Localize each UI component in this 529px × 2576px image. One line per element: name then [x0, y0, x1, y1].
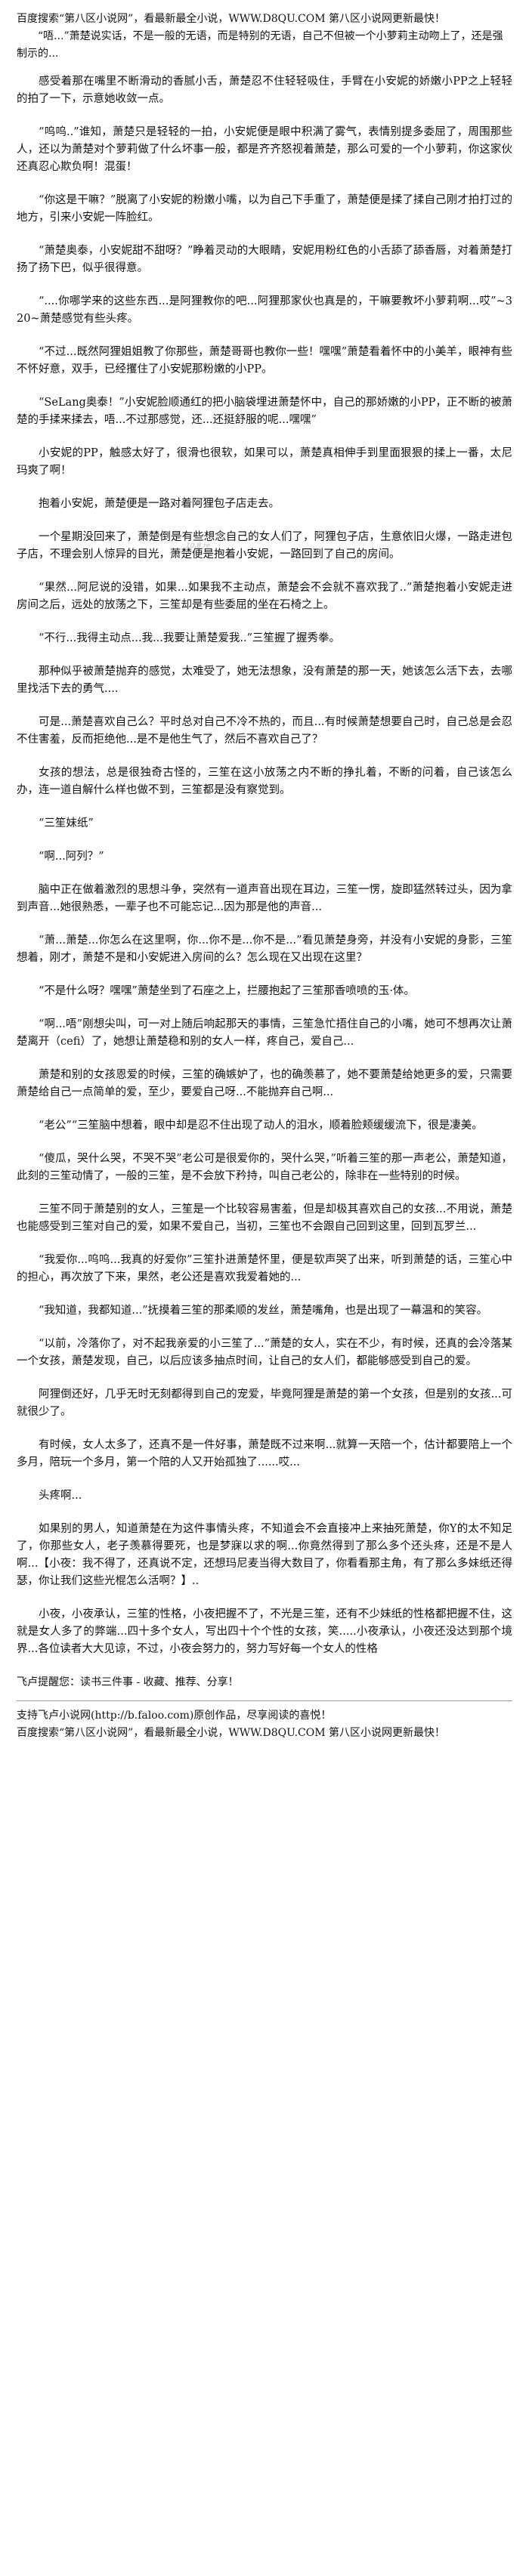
story-paragraph: 萧楚和别的女孩恩爱的时候，三笙的确嫉妒了，也的确羡慕了，她不要萧楚给她更多的爱，…: [17, 1069, 512, 1098]
footer-divider: [17, 1700, 512, 1701]
story-paragraph: “老公”“三笙脑中想着，眼中却是忍不住出现了动人的泪水，顺着脸颊缓缓流下，很是凄…: [39, 1120, 483, 1132]
story-paragraph: 抱着小安妮，萧楚便是一路对着阿狸包子店走去。: [39, 498, 280, 510]
story-paragraph: 一个星期没回来了，萧楚倒是有些想念自己的女人们了，阿狸包子店，生意依旧火爆，一路…: [17, 531, 512, 561]
chapter-content: 感受着那在嘴里不断滑动的香腻小舌，萧楚忍不住轻轻吸住，手臂在小安妮的娇嫩小PP之…: [17, 73, 512, 1658]
story-paragraph: “不是什么呀？嘿嘿”萧楚坐到了石座之上，拦腰抱起了三笙那香喷喷的玉·体。: [39, 985, 415, 997]
story-paragraph: 感受着那在嘴里不断滑动的香腻小舌，萧楚忍不住轻轻吸住，手臂在小安妮的娇嫩小PP之…: [17, 76, 512, 105]
watermark-text: 10.8.re: [186, 542, 211, 550]
story-paragraph: “啊...阿列？”: [39, 851, 104, 863]
story-paragraph: 脑中正在做着激烈的思想斗争，突然有一道声音出现在耳边，三笙一愣，旋即猛然转过头，…: [17, 884, 512, 913]
story-paragraph: “你这是干嘛？”脱离了小安妮的粉嫩小嘴，以为自己下手重了，萧楚便是揉了揉自己刚才…: [17, 194, 512, 224]
story-paragraph: “....你哪学来的这些东西...是阿狸教你的吧...阿狸那家伙也真是的，干嘛要…: [17, 295, 512, 325]
story-paragraph: “我知道，我都知道...”抚摸着三笙的那柔顺的发丝，萧楚嘴角，也是出现了一幕温和…: [39, 1305, 488, 1317]
story-paragraph: 有时候，女人太多了，还真不是一件好事，萧楚既不过来啊...就算一天陪一个，估计都…: [17, 1439, 512, 1469]
story-paragraph: “啊...唔”刚想尖叫，可一对上随后响起那天的事情，三笙急忙捂住自己的小嘴，她可…: [17, 1018, 512, 1048]
story-paragraph: 小安妮的PP，触感太好了，很滑也很软，如果可以，萧楚真相伸手到里面狠狠的揉上一番…: [17, 447, 512, 477]
story-paragraph: 三笙不同于萧楚别的女人，三笙是一个比较容易害羞，但是却极其喜欢自己的女孩...不…: [17, 1203, 512, 1233]
story-paragraph: “三笙妹纸”: [39, 817, 94, 829]
story-paragraph: 女孩的想法，总是很独奇古怪的，三笙在这小放荡之内不断的挣扎着，不断的问着，自己该…: [17, 767, 512, 796]
story-paragraph: “呜呜..”谁知，萧楚只是轻轻的一拍，小安妮便是眼中积满了雾气，表情别提多委屈了…: [17, 126, 512, 173]
story-paragraph: “不行...我得主动点...我...我要让萧楚爱我..”三笙握了握秀拳。: [39, 632, 341, 644]
story-paragraph: “果然...阿尼说的没错，如果...如果我不主动点，萧楚会不会就不喜欢我了..”…: [17, 582, 512, 611]
story-paragraph: 头疼啊...: [39, 1490, 82, 1502]
reading-tip: 飞卢提醒您：读书三件事 - 收藏、推荐、分享！: [17, 1676, 239, 1688]
story-paragraph: “SeLang奥泰！”小安妮脸顺通红的把小脑袋埋进萧楚怀中，自己的那娇嫩的小PP…: [17, 397, 512, 426]
intro-paragraph: “唔...”萧楚说实话，不是一般的无语，而是特别的无语，自己不但被一个小萝莉主动…: [17, 30, 503, 60]
story-paragraph: 如果别的男人，知道萧楚在为这件事情头疼，不知道会不会直接冲上来抽死萧楚，你Y的太…: [17, 1523, 512, 1587]
story-paragraph: “以前，冷落你了，对不起我亲爱的小三笙了...”萧楚的女人，实在不少，有时候，还…: [17, 1338, 512, 1367]
story-paragraph: 小夜，小夜承认，三笙的性格，小夜把握不了，不光是三笙，还有不少妹纸的性格都把握不…: [17, 1608, 512, 1655]
site-banner-top: 百度搜索“第八区小说网”，看最新最全小说，WWW.D8QU.COM 第八区小说网…: [17, 13, 446, 25]
story-paragraph: 阿狸倒还好，几乎无时无刻都得到自己的宠爱，毕竟阿狸是萧楚的第一个女孩，但是别的女…: [17, 1388, 512, 1418]
story-paragraph: “我爱你...呜呜...我真的好爱你”三笙扑进萧楚怀里，便是软声哭了出来，听到萧…: [17, 1254, 512, 1283]
story-paragraph: “不过...既然阿狸姐姐教了你那些，萧楚哥哥也教你一些！嘿嘿”萧楚看着怀中的小美…: [17, 346, 512, 375]
support-note: 支持飞卢小说网(http://b.faloo.com)原创作品，尽享阅读的喜悦！: [17, 1710, 332, 1722]
story-paragraph: “傻瓜，哭什么哭，不哭不哭”老公可是很爱你的，哭什么哭，”听着三笙的那一声老公，…: [17, 1153, 512, 1182]
site-banner-bottom: 百度搜索“第八区小说网”，看最新最全小说，WWW.D8QU.COM 第八区小说网…: [17, 1727, 446, 1739]
story-paragraph: 那种似乎被萧楚抛弃的感觉，太难受了，她无法想象，没有萧楚的那一天，她该怎么活下去…: [17, 666, 512, 695]
story-paragraph: “萧...萧楚...你怎么在这里啊，你...你不是...你不是...”看见萧楚身…: [17, 934, 512, 964]
story-paragraph: “萧楚奥泰，小安妮甜不甜呀？”睁着灵动的大眼睛，安妮用粉红色的小舌舔了舔香唇，对…: [17, 245, 512, 274]
story-paragraph: 可是...萧楚喜欢自己么？平时总对自己不冷不热的，而且...有时候萧楚想要自己时…: [17, 716, 512, 746]
